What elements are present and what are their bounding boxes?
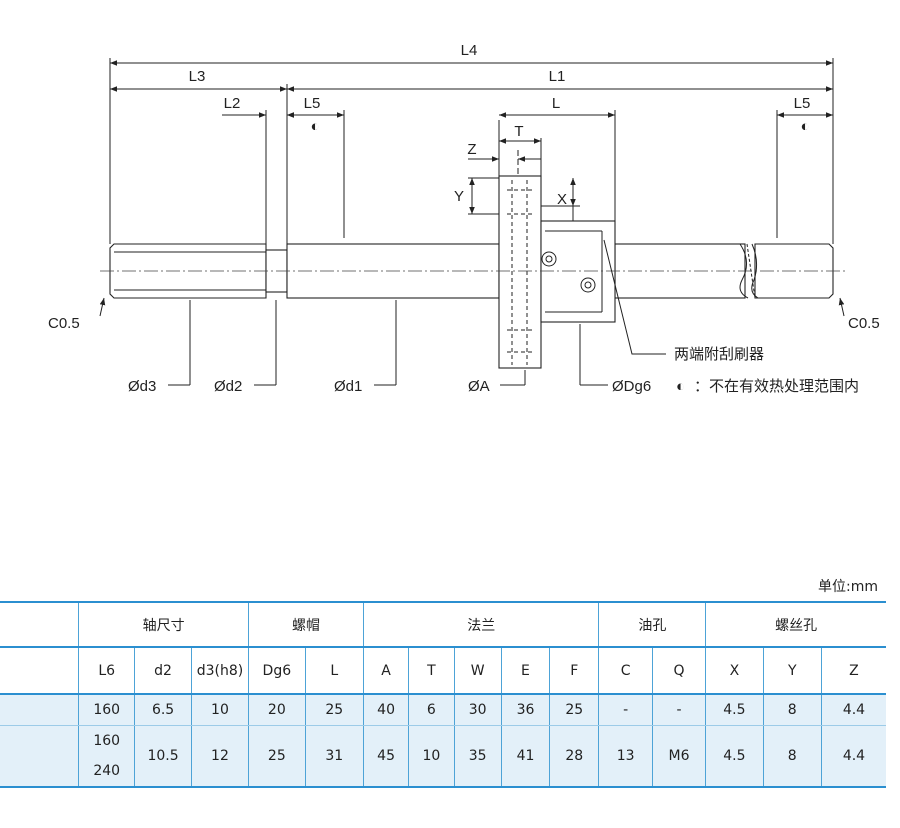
- group-nut: 螺帽: [248, 601, 364, 648]
- nut-flange: [498, 175, 542, 369]
- table-cell: 28: [549, 725, 599, 788]
- wiper-note: 两端附刮刷器: [674, 346, 764, 363]
- column-header: X: [705, 647, 764, 695]
- column-header-row: L6 d2 d3(h8) Dg6 L A T W E F C Q X Y Z: [0, 647, 886, 695]
- legend-symbol: ◐: [676, 378, 685, 395]
- table-cell: 4.5: [705, 725, 764, 788]
- heat-treat-mark-right: ◐: [800, 118, 809, 135]
- table-cell: 13: [598, 725, 653, 788]
- group-header-row: 轴尺寸 螺帽 法兰 油孔 螺丝孔: [0, 601, 886, 648]
- table-cell: 31: [304, 725, 364, 788]
- callout-d3: Ød3: [128, 378, 156, 395]
- spec-table: 轴尺寸 螺帽 法兰 油孔 螺丝孔 L6 d2 d3(h8) Dg6 L A T …: [0, 601, 886, 788]
- unit-label: 单位:mm: [818, 579, 878, 595]
- table-cell: 36: [500, 694, 550, 726]
- label-L4: L4: [461, 42, 478, 59]
- column-header: Y: [762, 647, 822, 695]
- label-Z: Z: [467, 141, 476, 158]
- table-cell: 4.5: [705, 694, 764, 726]
- label-L: L: [552, 95, 560, 112]
- label-L3: L3: [189, 68, 206, 85]
- table-cell: 40: [362, 694, 409, 726]
- table-cell: 12: [190, 725, 249, 788]
- table-cell: 6: [408, 694, 455, 726]
- column-header: [0, 647, 79, 695]
- heat-treat-mark-left: ◐: [310, 118, 319, 135]
- column-header: d2: [134, 647, 192, 695]
- table-cell: 160: [78, 694, 135, 726]
- table-cell: 45: [362, 725, 409, 788]
- group-screw-hole: 螺丝孔: [705, 601, 886, 648]
- column-header: E: [500, 647, 550, 695]
- table-cell: 8: [762, 725, 822, 788]
- table-cell: 160 240: [78, 725, 135, 788]
- table-cell: -: [651, 694, 706, 726]
- label-T: T: [514, 123, 523, 140]
- group-flange: 法兰: [362, 601, 599, 648]
- group-oil-hole: 油孔: [598, 601, 706, 648]
- table-cell-l6-b: 240: [93, 763, 121, 779]
- group-shaft: 轴尺寸: [78, 601, 249, 648]
- table-cell: -: [598, 694, 653, 726]
- table-cell: 35: [453, 725, 502, 788]
- table-cell: [0, 725, 79, 788]
- table-cell: 4.4: [820, 725, 886, 788]
- column-header: d3(h8): [190, 647, 249, 695]
- table-cell: 8: [762, 694, 822, 726]
- column-header: L6: [78, 647, 135, 695]
- column-header: Z: [820, 647, 886, 695]
- table-cell: 25: [549, 694, 599, 726]
- column-header: A: [362, 647, 409, 695]
- table-cell: 30: [453, 694, 502, 726]
- table-cell: 20: [248, 694, 306, 726]
- callout-Dg6: ØDg6: [612, 378, 651, 395]
- callout-A: ØA: [468, 378, 490, 395]
- table-row: 160 240 10.5 12 25 31 45 10 35 41 28 13 …: [0, 725, 886, 788]
- column-header: L: [304, 647, 364, 695]
- table-cell: 25: [248, 725, 306, 788]
- table-cell: M6: [651, 725, 706, 788]
- chamfer-right-label: C0.5: [848, 315, 880, 332]
- table-cell: 10.5: [134, 725, 192, 788]
- table-cell: 10: [408, 725, 455, 788]
- table-cell: 4.4: [820, 694, 886, 726]
- column-header: W: [453, 647, 502, 695]
- nut-body: [540, 220, 616, 323]
- label-L5-left: L5: [304, 95, 321, 112]
- label-L1: L1: [549, 68, 566, 85]
- table-cell: 41: [500, 725, 550, 788]
- table-cell: 6.5: [134, 694, 192, 726]
- label-L5-right: L5: [794, 95, 811, 112]
- table-row: 160 6.5 10 20 25 40 6 30 36 25 - - 4.5 8…: [0, 694, 886, 726]
- table-cell: 10: [190, 694, 249, 726]
- table-cell: [0, 694, 79, 726]
- label-X: X: [557, 191, 567, 208]
- ball-screw-drawing: L4 L3 L1 L2 L5 L L5 T Z Y X ◐ ◐ C0.5 C0.…: [48, 42, 880, 395]
- chamfer-left-label: C0.5: [48, 315, 80, 332]
- group-cell: [0, 601, 79, 648]
- callout-d2: Ød2: [214, 378, 242, 395]
- legend-text: ：不在有效热处理范围内: [694, 378, 859, 395]
- label-L2: L2: [224, 95, 241, 112]
- table-cell: 25: [304, 694, 364, 726]
- column-header: T: [408, 647, 455, 695]
- table-cell-l6-a: 160: [93, 733, 121, 749]
- column-header: C: [598, 647, 653, 695]
- label-Y: Y: [454, 188, 464, 205]
- callout-d1: Ød1: [334, 378, 362, 395]
- column-header: Dg6: [248, 647, 306, 695]
- column-header: F: [549, 647, 599, 695]
- column-header: Q: [651, 647, 706, 695]
